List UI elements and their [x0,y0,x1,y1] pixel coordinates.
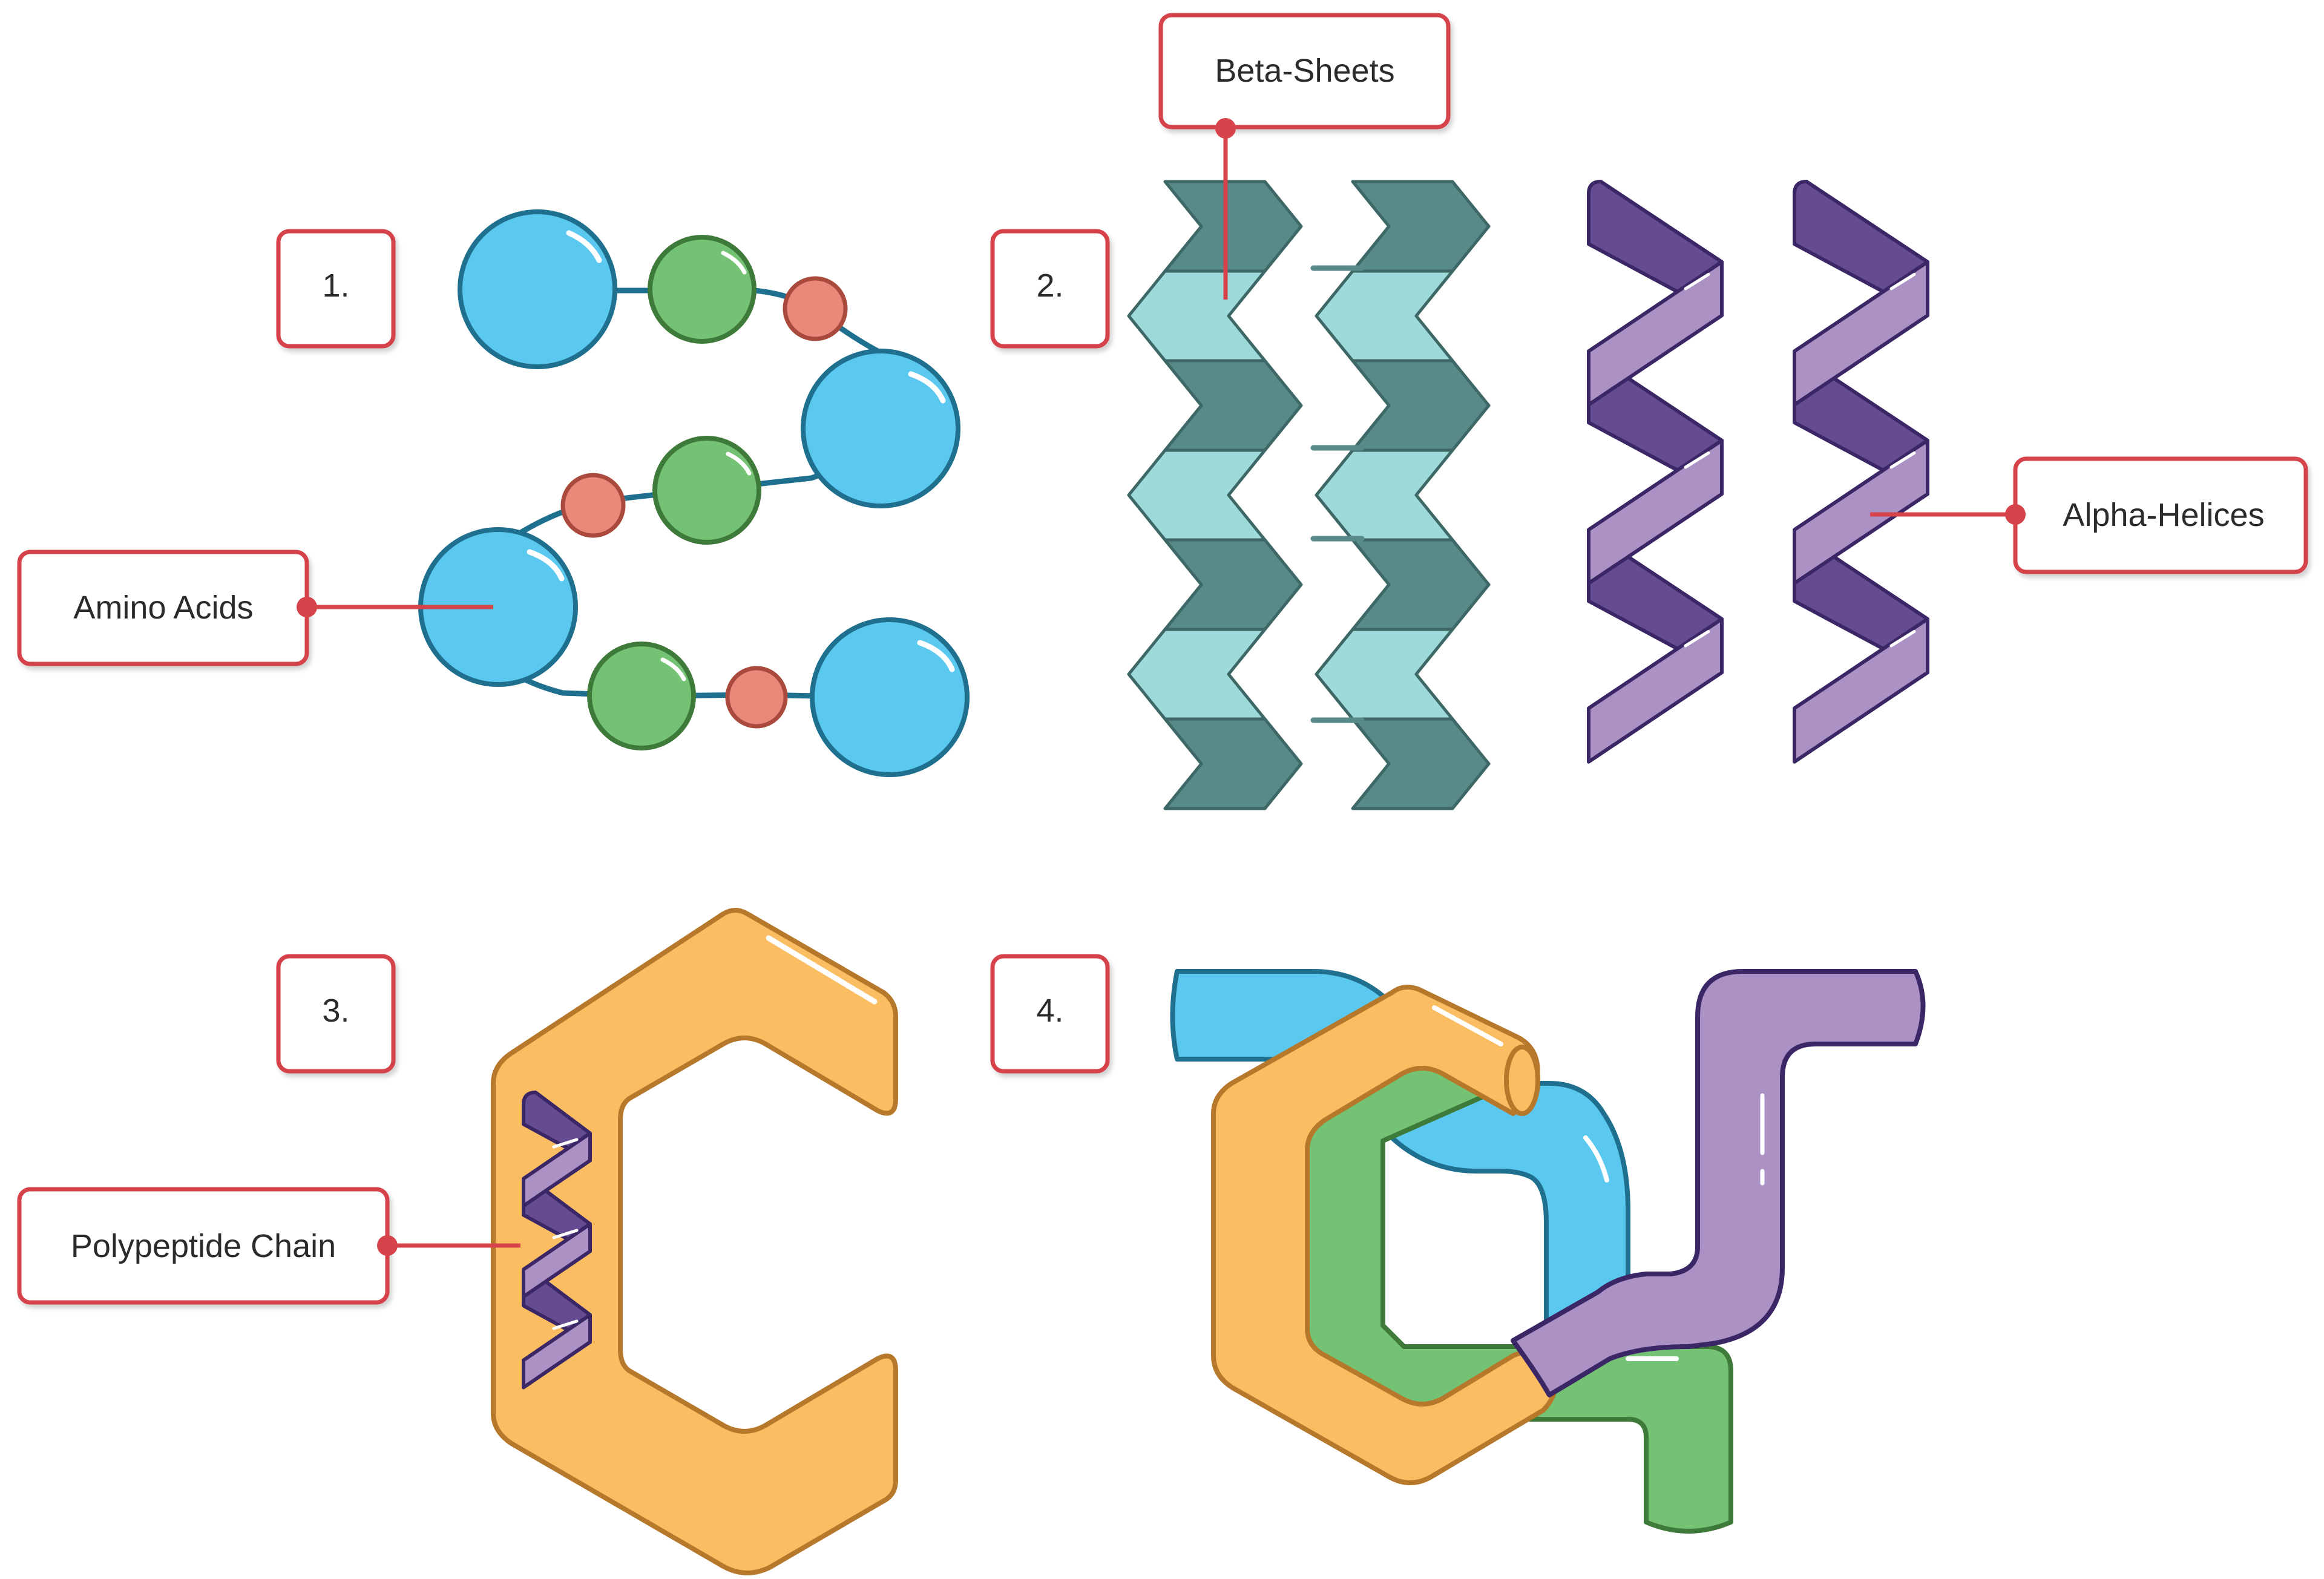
alpha-helix [1589,182,1722,762]
helix-front-ribbon [1794,441,1928,583]
amino-acid-small [785,278,845,339]
callout-polypeptide-chain: Polypeptide Chain [19,1189,520,1302]
alpha-helix [1794,182,1928,762]
step-number: 2. [1036,268,1063,304]
beta-sheets-group [1129,182,1489,809]
callout-label: Amino Acids [73,589,253,626]
tube-end [1506,1047,1538,1114]
callout-alpha-helices: Alpha-Helices [1870,459,2306,572]
callout-label: Alpha-Helices [2063,497,2264,533]
callout-label: Polypeptide Chain [71,1228,336,1264]
beta-segment [1316,629,1452,719]
beta-segment [1165,719,1301,809]
beta-segment [1129,450,1265,540]
helix-front-ribbon [1589,619,1722,762]
step-label-4: 4. [993,956,1108,1071]
step-number: 3. [322,993,349,1029]
beta-segment [1353,719,1489,809]
helix-front-ribbon [1589,441,1722,583]
tertiary-structure-panel [493,910,896,1573]
amino-acid-small [563,475,623,536]
beta-segment [1165,540,1301,629]
amino-acid-medium [589,644,694,748]
callout-label: Beta-Sheets [1215,53,1394,89]
amino-acid-medium [650,237,754,341]
quaternary-structure-panel [1173,971,1923,1531]
callout-amino-acids: Amino Acids [19,552,493,664]
amino-acid-large [803,351,958,506]
beta-segment [1316,271,1452,361]
beta-segment [1316,450,1452,540]
beta-segment [1353,182,1489,271]
amino-acid-small [727,668,786,726]
beta-segment [1353,361,1489,450]
step-label-3: 3. [278,956,393,1071]
helix-front-ribbon [1589,262,1722,405]
step-number: 1. [322,268,349,304]
folded-chain-c-shape [493,910,896,1573]
step-label-2: 2. [993,231,1108,346]
step-label-1: 1. [278,231,393,346]
step-number: 4. [1036,993,1063,1029]
amino-acid-large [460,212,615,367]
beta-strand [1129,182,1301,809]
primary-structure-panel [421,212,967,775]
helix-front-ribbon [1794,262,1928,405]
alpha-helices-group [1589,182,1928,762]
beta-strand [1316,182,1489,809]
beta-segment [1165,182,1301,271]
beta-segment [1129,271,1265,361]
beta-segment [1165,361,1301,450]
amino-acid-medium [655,438,759,542]
helix-front-ribbon [1794,619,1928,762]
beta-segment [1353,540,1489,629]
beta-segment [1129,629,1265,719]
amino-acid-large [812,620,967,775]
